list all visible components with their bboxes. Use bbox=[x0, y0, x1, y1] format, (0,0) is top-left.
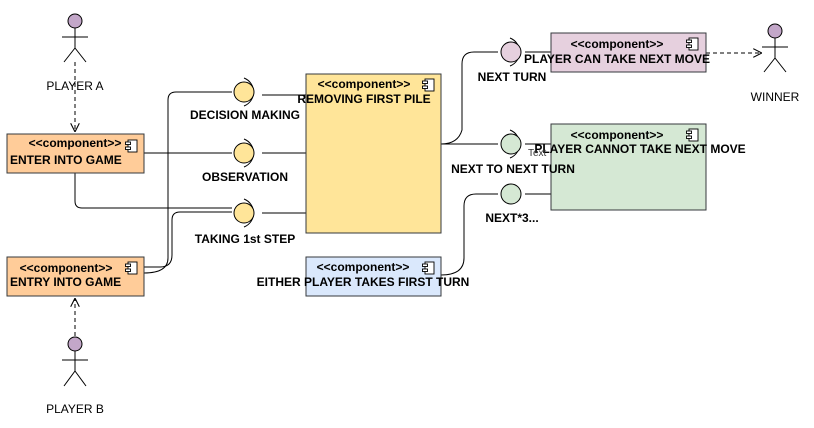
component-stereotype: <<component>> bbox=[571, 128, 664, 142]
connector-entry-taking-step bbox=[144, 211, 232, 268]
actor-label-winner: WINNER bbox=[751, 90, 800, 104]
interface-next-turn bbox=[500, 37, 522, 67]
interface-label-taking-first-step: TAKING 1st STEP bbox=[195, 232, 295, 246]
component-stereotype: <<component>> bbox=[318, 77, 411, 91]
interface-label-next-3: NEXT*3... bbox=[485, 211, 538, 225]
actor-player-b[interactable] bbox=[62, 336, 88, 387]
component-label: ENTRY INTO GAME bbox=[10, 275, 121, 289]
component-stereotype: <<component>> bbox=[29, 136, 122, 150]
connector-enter-taking-step bbox=[74, 173, 232, 209]
interface-next-3 bbox=[500, 183, 522, 205]
connector-entry-decision bbox=[143, 91, 232, 274]
actor-head bbox=[67, 336, 83, 352]
interface-ball bbox=[500, 41, 522, 63]
interface-label-decision-making: DECISION MAKING bbox=[190, 108, 300, 122]
actor-head bbox=[767, 23, 783, 39]
component-entry-into-game[interactable]: <<component>> ENTRY INTO GAME bbox=[6, 256, 145, 297]
actor-player-a[interactable] bbox=[62, 13, 88, 63]
interface-next-to-next-turn bbox=[500, 129, 522, 159]
interface-ball bbox=[500, 133, 522, 155]
component-stereotype: <<component>> bbox=[20, 261, 113, 275]
interface-ball bbox=[233, 142, 255, 164]
component-enter-into-game[interactable]: <<component>> ENTER INTO GAME bbox=[6, 133, 145, 174]
actor-body bbox=[762, 38, 788, 73]
actor-body bbox=[62, 28, 88, 63]
component-label: PLAYER CAN TAKE NEXT MOVE bbox=[524, 52, 710, 66]
component-stereotype: <<component>> bbox=[317, 260, 410, 274]
actor-head bbox=[67, 13, 83, 29]
actor-label-player-a: PLAYER A bbox=[46, 79, 103, 93]
component-label: EITHER PLAYER TAKES FIRST TURN bbox=[257, 275, 470, 289]
component-label: ENTER INTO GAME bbox=[10, 153, 122, 167]
component-label: PLAYER CANNOT TAKE NEXT MOVE bbox=[534, 142, 745, 156]
interface-decision-making bbox=[233, 77, 255, 107]
component-stereotype: <<component>> bbox=[571, 37, 664, 51]
actor-winner[interactable] bbox=[762, 23, 788, 73]
component-player-can-take-next-move[interactable]: <<component>> PLAYER CAN TAKE NEXT MOVE bbox=[524, 32, 710, 73]
interface-ball bbox=[500, 183, 522, 205]
interface-ball bbox=[233, 81, 255, 103]
component-player-cannot-take-next-move[interactable]: <<component>> PLAYER CANNOT TAKE NEXT MO… bbox=[534, 123, 746, 211]
interface-taking-first-step bbox=[233, 198, 255, 228]
actor-label-player-b: PLAYER B bbox=[46, 402, 104, 416]
component-label: REMOVING FIRST PILE bbox=[297, 92, 430, 106]
interface-ball bbox=[233, 202, 255, 224]
connector-either-next3 bbox=[440, 193, 498, 276]
interface-label-next-to-next-turn: NEXT TO NEXT TURN bbox=[451, 162, 575, 176]
actor-body bbox=[62, 351, 88, 387]
interface-observation bbox=[233, 138, 255, 168]
component-either-player-first-turn[interactable]: <<component>> EITHER PLAYER TAKES FIRST … bbox=[257, 256, 470, 297]
interface-label-observation: OBSERVATION bbox=[202, 170, 288, 184]
component-removing-first-pile[interactable]: <<component>> REMOVING FIRST PILE bbox=[297, 73, 442, 234]
connector-pile-next-turn bbox=[440, 51, 498, 145]
stray-text-label: Text bbox=[528, 148, 547, 159]
interface-label-next-turn: NEXT TURN bbox=[478, 70, 547, 84]
